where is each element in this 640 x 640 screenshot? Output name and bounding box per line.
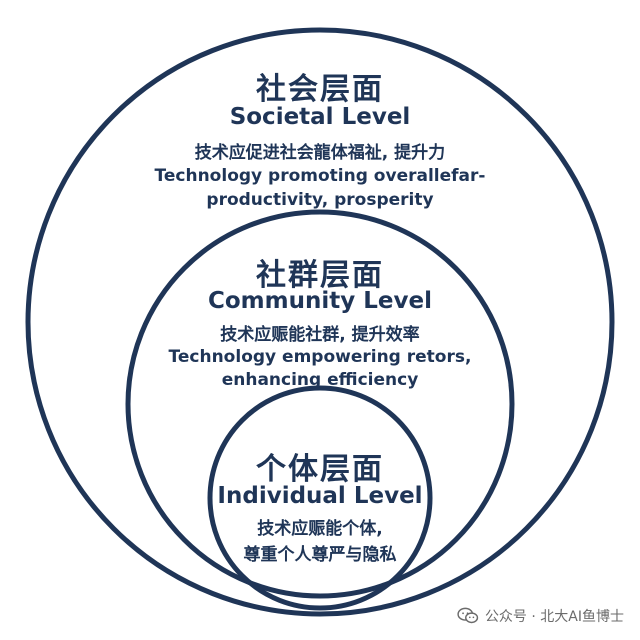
societal-level-circle bbox=[25, 27, 615, 617]
watermark-text: 公众号 · 北大AI鱼博士 bbox=[484, 609, 624, 625]
community-desc-zh: 技术应赈能社群, 提升效率 bbox=[220, 325, 420, 345]
community-desc-en-line2: enhancing efficiency bbox=[221, 370, 419, 390]
societal-desc-en-line2: productivity, prosperity bbox=[206, 190, 434, 210]
community-title-zh: 社群层面 bbox=[256, 258, 384, 293]
wechat-icon bbox=[457, 607, 479, 624]
individual-title-en: Individual Level bbox=[217, 483, 423, 509]
watermark: 公众号 · 北大AI鱼博士 bbox=[457, 606, 624, 626]
societal-desc-en-line1: Technology promoting overallefar- bbox=[154, 166, 486, 186]
societal-desc-zh: 技术应促进社会龍体福祉, 提升力 bbox=[194, 143, 446, 163]
individual-title-zh: 个体层面 bbox=[256, 452, 384, 487]
societal-title-zh: 社会层面 bbox=[256, 72, 384, 107]
community-level-circle bbox=[125, 209, 515, 599]
community-title-en: Community Level bbox=[208, 288, 432, 314]
individual-level-circle bbox=[207, 385, 433, 611]
community-desc-en-line1: Technology empowering retors, bbox=[168, 347, 472, 367]
individual-desc-zh-line1: 技术应赈能个体, bbox=[257, 519, 383, 539]
individual-desc-zh-line2: 尊重个人尊严与隐私 bbox=[243, 545, 397, 565]
societal-title-en: Societal Level bbox=[229, 104, 411, 130]
